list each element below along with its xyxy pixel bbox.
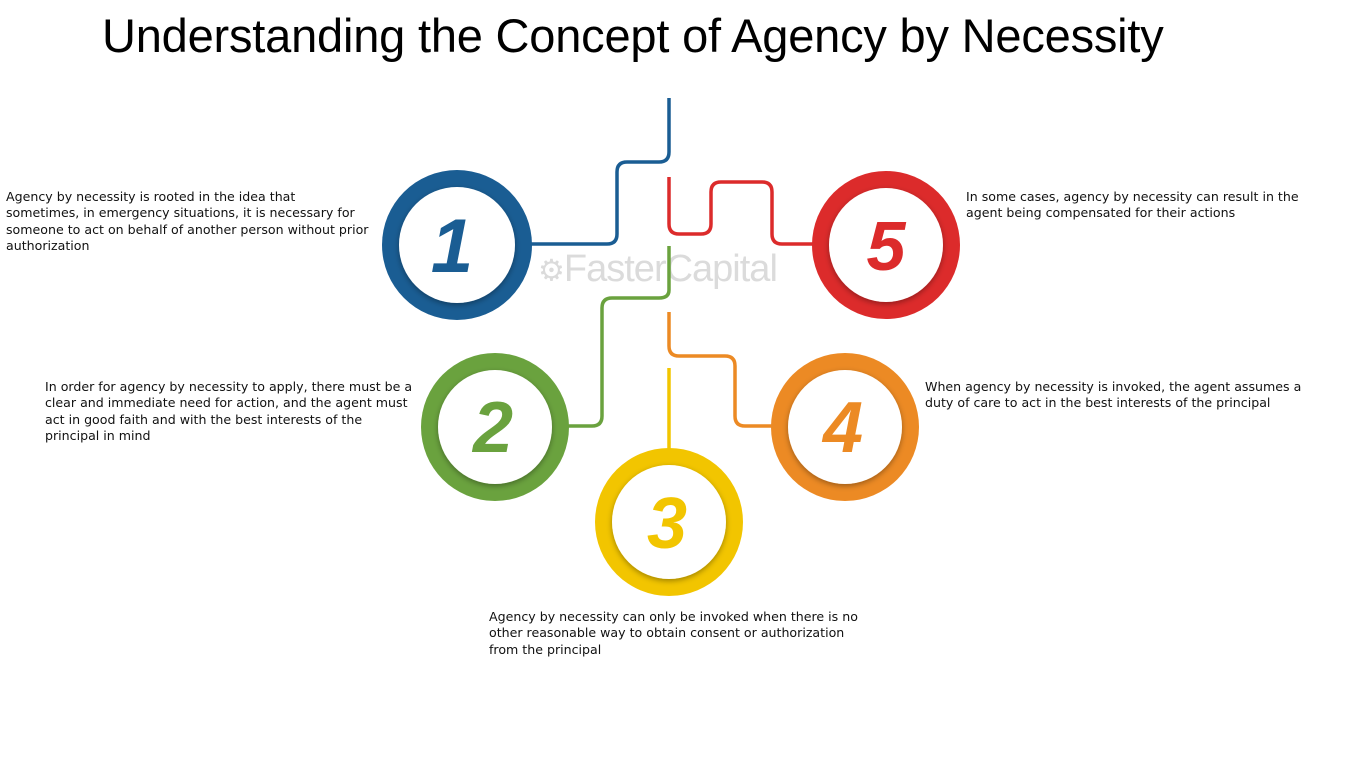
connector-line-1 (525, 98, 671, 246)
step-1-circle: 1 (382, 170, 532, 320)
connector-line-5 (667, 177, 815, 246)
step-5-number: 5 (867, 207, 907, 285)
watermark-text: FasterCapital (563, 248, 778, 290)
step-2-circle: 2 (421, 353, 569, 501)
page-title: Understanding the Concept of Agency by N… (102, 9, 1164, 62)
step-4-number: 4 (821, 388, 863, 468)
step-2-description: In order for agency by necessity to appl… (45, 379, 413, 443)
step-1-description: Agency by necessity is rooted in the ide… (6, 189, 369, 253)
gear-icon: ⚙ (538, 254, 565, 288)
step-4-description: When agency by necessity is invoked, the… (925, 379, 1302, 411)
step-5-description: In some cases, agency by necessity can r… (966, 189, 1299, 221)
step-3-circle: 3 (595, 448, 743, 596)
step-2-number: 2 (471, 388, 513, 468)
step-3-number: 3 (647, 484, 687, 564)
step-1-number: 1 (431, 204, 473, 289)
step-3-description: Agency by necessity can only be invoked … (489, 609, 858, 657)
step-5-circle: 5 (812, 171, 960, 319)
step-4-circle: 4 (771, 353, 919, 501)
watermark-logo: ⚙FasterCapital (538, 248, 778, 291)
connector-line-2 (566, 246, 671, 428)
connector-line-4 (667, 312, 775, 428)
